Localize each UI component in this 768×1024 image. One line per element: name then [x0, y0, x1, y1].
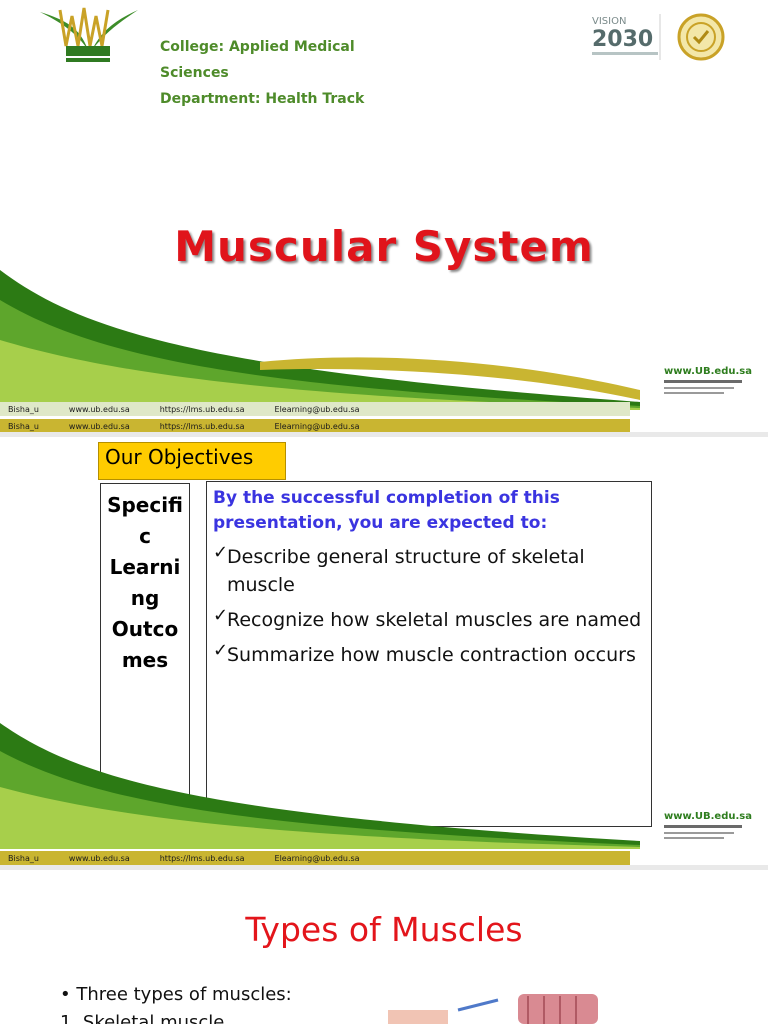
accreditation-seal-icon: [677, 13, 725, 61]
objectives-content-box: By the successful completion of this pre…: [206, 481, 652, 827]
objectives-intro: By the successful completion of this pre…: [213, 488, 560, 533]
social-handle[interactable]: Bisha_u: [8, 853, 39, 863]
website-link[interactable]: www.ub.edu.sa: [68, 421, 130, 431]
slide-title: Muscular System: [174, 222, 594, 271]
checkmark-icon: ✓: [213, 640, 229, 661]
lms-link[interactable]: https://lms.ub.edu.sa: [159, 421, 245, 431]
objective-item: ✓ Recognize how skeletal muscles are nam…: [213, 605, 645, 634]
types-slide: Types of Muscles • Three types of muscle…: [0, 870, 768, 1024]
slo-line: ng: [130, 586, 160, 610]
objective-text: Recognize how skeletal muscles are named: [227, 609, 642, 631]
ub-website-label: www.UB.edu.sa: [664, 366, 752, 377]
arabic-tagline-icon: [664, 380, 742, 394]
green-swoosh-decoration: [0, 723, 640, 849]
green-swoosh-decoration: [0, 270, 640, 410]
checkmark-icon: ✓: [213, 542, 229, 563]
svg-text:VISION: VISION: [592, 16, 626, 27]
slo-line: Learni: [109, 555, 181, 579]
objectives-slide: Our Objectives Specifi c Learni ng Outco…: [0, 437, 768, 865]
department-line: Department: Health Track: [160, 91, 365, 107]
muscle-illustration-icon: [388, 994, 598, 1024]
social-handle[interactable]: Bisha_u: [8, 421, 39, 431]
objectives-header: Our Objectives: [98, 442, 286, 480]
slo-label-box: Specifi c Learni ng Outco mes: [100, 483, 190, 827]
slo-line: Specifi: [107, 493, 183, 517]
footer-contact-strip: Bisha_u www.ub.edu.sa https://lms.ub.edu…: [0, 851, 630, 865]
email-link[interactable]: Elearning@ub.edu.sa: [274, 853, 360, 863]
types-bullet: • Three types of muscles:: [60, 984, 292, 1005]
website-link[interactable]: www.ub.edu.sa: [68, 853, 130, 863]
footer-contact-strip: Bisha_u www.ub.edu.sa https://lms.ub.edu…: [0, 402, 630, 416]
objective-text: Summarize how muscle contraction occurs: [227, 644, 636, 666]
college-line-1: College: Applied Medical: [160, 39, 355, 55]
types-numbered-item: 1. Skeletal muscle: [60, 1012, 225, 1024]
slide-divider: [0, 432, 768, 437]
slide-divider: [0, 865, 768, 870]
checkmark-icon: ✓: [213, 605, 229, 626]
objective-item: ✓ Describe general structure of skeletal…: [213, 542, 645, 599]
college-line-2: Sciences: [160, 65, 229, 81]
lms-link[interactable]: https://lms.ub.edu.sa: [159, 853, 245, 863]
university-logo-icon: [40, 7, 138, 62]
svg-text:2030: 2030: [592, 27, 653, 52]
arabic-tagline-icon: [664, 825, 742, 839]
title-slide: College: Applied Medical Sciences Depart…: [0, 0, 768, 432]
college-info: College: Applied Medical Sciences Depart…: [160, 34, 364, 112]
footer-contact-strip-2: Bisha_u www.ub.edu.sa https://lms.ub.edu…: [0, 419, 630, 432]
slo-line: c: [139, 524, 151, 548]
objective-text: Describe general structure of skeletal m…: [227, 546, 585, 596]
slo-line: mes: [121, 648, 169, 672]
ub-website-label: www.UB.edu.sa: [664, 811, 752, 822]
email-link[interactable]: Elearning@ub.edu.sa: [274, 404, 360, 414]
ub-brand-logo: www.UB.edu.sa: [664, 366, 754, 418]
objective-item: ✓ Summarize how muscle contraction occur…: [213, 640, 645, 669]
website-link[interactable]: www.ub.edu.sa: [68, 404, 130, 414]
social-handle[interactable]: Bisha_u: [8, 404, 39, 414]
lms-link[interactable]: https://lms.ub.edu.sa: [159, 404, 245, 414]
types-title: Types of Muscles: [245, 910, 523, 949]
vision-2030-icon: VISION 2030: [592, 14, 661, 60]
ub-brand-logo: www.UB.edu.sa: [664, 811, 754, 863]
slo-line: Outco: [111, 617, 179, 641]
email-link[interactable]: Elearning@ub.edu.sa: [274, 421, 360, 431]
